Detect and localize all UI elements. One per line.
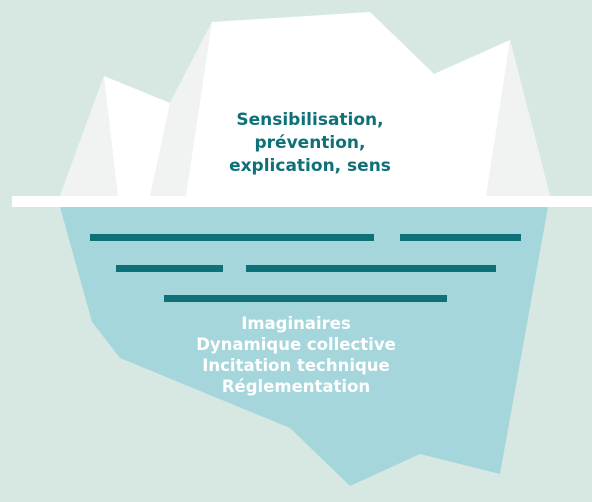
- water-line: [12, 196, 592, 207]
- above-water-label: Sensibilisation, prévention, explication…: [14, 109, 592, 178]
- below-water-line: Imaginaires: [241, 314, 351, 333]
- above-water-line: prévention,: [254, 133, 366, 153]
- below-water-line: Incitation technique: [202, 356, 390, 375]
- dash: [116, 265, 223, 272]
- dash: [164, 295, 447, 302]
- dash: [90, 234, 374, 241]
- dash: [246, 265, 496, 272]
- iceberg-facet-left: [60, 76, 118, 196]
- above-water-line: Sensibilisation,: [236, 110, 384, 130]
- below-water-label: Imaginaires Dynamique collective Incitat…: [0, 313, 592, 397]
- iceberg-facet-right: [486, 40, 550, 196]
- above-water-line: explication, sens: [229, 156, 391, 176]
- dash: [400, 234, 521, 241]
- below-water-line: Dynamique collective: [196, 335, 396, 354]
- below-water-line: Réglementation: [221, 377, 371, 396]
- iceberg-facet-mid: [150, 22, 212, 196]
- iceberg-submerged: [60, 207, 548, 486]
